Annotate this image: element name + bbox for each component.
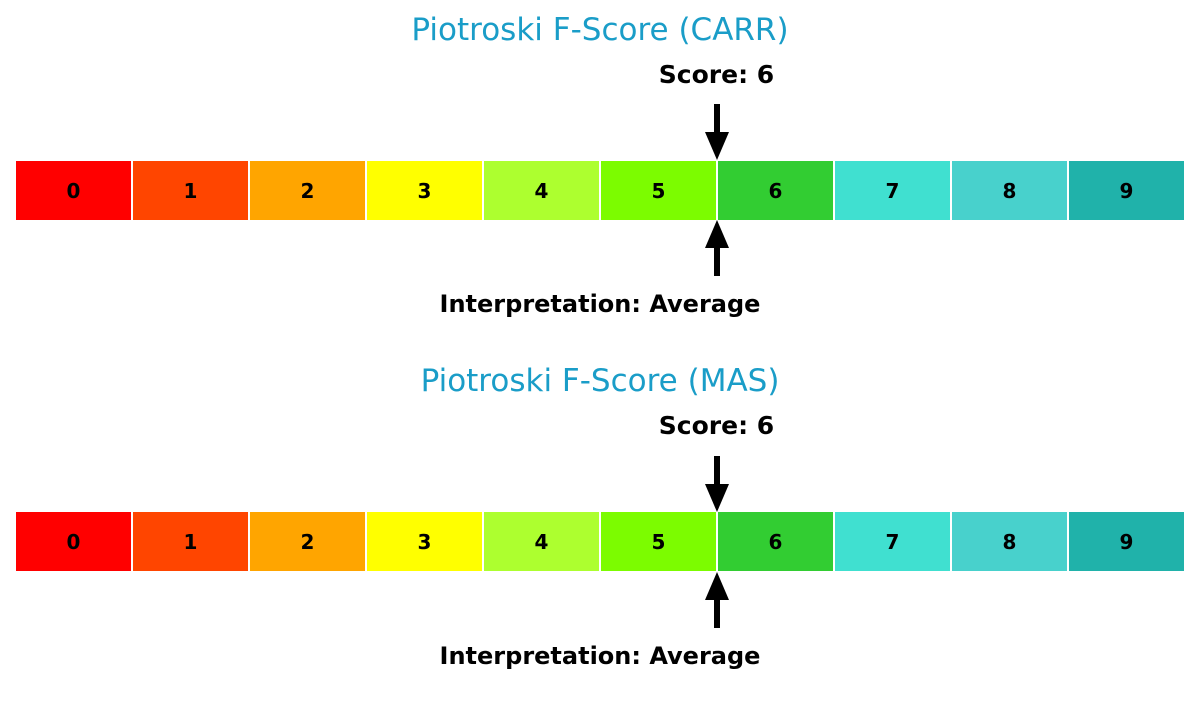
scale-segment-7: 7 xyxy=(835,161,952,220)
scale-segment-9: 9 xyxy=(1069,161,1184,220)
arrow-up-icon xyxy=(705,220,729,276)
score-label: Score: 6 xyxy=(658,60,775,89)
scale-segment-7: 7 xyxy=(835,512,952,571)
scale-segment-3: 3 xyxy=(367,512,484,571)
arrow-up-icon xyxy=(705,572,729,628)
scale-segment-3: 3 xyxy=(367,161,484,220)
interpretation-label: Interpretation: Average xyxy=(439,642,761,670)
scale-segment-2: 2 xyxy=(250,161,367,220)
arrow-down-icon xyxy=(705,104,729,160)
chart-title: Piotroski F-Score (CARR) xyxy=(411,12,789,48)
score-label: Score: 6 xyxy=(658,411,775,440)
scale-segment-0: 0 xyxy=(16,512,133,571)
score-scale-bar: 0 1 2 3 4 5 6 7 8 9 xyxy=(16,512,1184,571)
scale-segment-6: 6 xyxy=(718,512,835,571)
scale-segment-6: 6 xyxy=(718,161,835,220)
scale-segment-5: 5 xyxy=(601,512,718,571)
scale-segment-1: 1 xyxy=(133,512,250,571)
fscore-panel-mas: Piotroski F-Score (MAS) Score: 6 0 1 2 3… xyxy=(0,351,1200,702)
scale-segment-4: 4 xyxy=(484,161,601,220)
fscore-panel-carr: Piotroski F-Score (CARR) Score: 6 0 1 2 … xyxy=(16,12,1184,318)
scale-segment-4: 4 xyxy=(484,512,601,571)
scale-segment-0: 0 xyxy=(16,161,133,220)
scale-segment-1: 1 xyxy=(133,161,250,220)
score-scale-bar: 0 1 2 3 4 5 6 7 8 9 xyxy=(16,161,1184,220)
interpretation-label: Interpretation: Average xyxy=(439,290,761,318)
scale-segment-8: 8 xyxy=(952,161,1069,220)
scale-segment-2: 2 xyxy=(250,512,367,571)
chart-title: Piotroski F-Score (MAS) xyxy=(420,363,780,399)
scale-segment-9: 9 xyxy=(1069,512,1184,571)
arrow-down-icon xyxy=(705,456,729,512)
scale-segment-5: 5 xyxy=(601,161,718,220)
scale-segment-8: 8 xyxy=(952,512,1069,571)
